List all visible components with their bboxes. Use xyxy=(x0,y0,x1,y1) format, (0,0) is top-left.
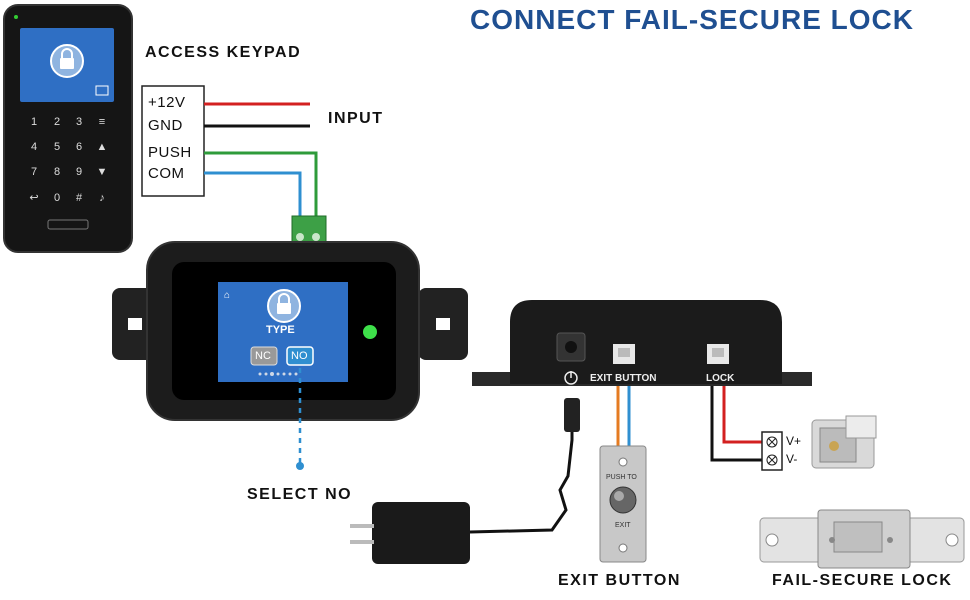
terminal-12v: +12V xyxy=(148,94,186,111)
lock-terminal-vplus: V+ xyxy=(786,434,802,448)
svg-text:#: # xyxy=(76,192,83,204)
keypad-terminal-block xyxy=(141,85,205,197)
input-label: INPUT xyxy=(328,110,384,127)
wire-green xyxy=(204,151,318,222)
terminal-com: COM xyxy=(148,165,185,182)
terminal-gnd: GND xyxy=(148,117,183,134)
controller-device: ⌂ xyxy=(112,241,468,421)
svg-text:7: 7 xyxy=(31,166,37,178)
wire-red-lock xyxy=(722,386,764,444)
svg-text:4: 4 xyxy=(31,141,37,153)
strike-plate xyxy=(759,509,965,569)
lock-terminal-vminus: V- xyxy=(786,452,798,466)
exit-switch-top-text: PUSH TO xyxy=(606,474,637,481)
fail-secure-lock-label: FAIL-SECURE LOCK xyxy=(772,572,953,589)
svg-text:6: 6 xyxy=(76,141,82,153)
svg-text:1: 1 xyxy=(31,116,37,128)
green-connector xyxy=(291,215,327,245)
svg-text:≡: ≡ xyxy=(99,116,105,128)
svg-text:↩: ↩ xyxy=(29,192,38,204)
svg-text:5: 5 xyxy=(54,141,60,153)
power-adapter xyxy=(350,398,580,564)
exit-switch-bottom-text: EXIT xyxy=(615,522,631,529)
exit-button-label: EXIT BUTTON xyxy=(558,572,681,589)
controller-option-no[interactable]: NO xyxy=(291,350,308,362)
svg-text:8: 8 xyxy=(54,166,60,178)
access-keypad-device: 1 2 3 ≡ 4 5 6 ▲ 7 8 9 ▼ ↩ 0 # ♪ xyxy=(3,4,133,253)
controller-type-title: TYPE xyxy=(266,324,295,336)
svg-text:3: 3 xyxy=(76,116,82,128)
lock-side-view xyxy=(811,415,877,469)
select-no-dot xyxy=(296,462,304,470)
relay-exit-port-label: EXIT BUTTON xyxy=(590,373,657,384)
svg-text:♪: ♪ xyxy=(99,192,105,204)
controller-option-nc[interactable]: NC xyxy=(255,350,271,362)
access-keypad-label: ACCESS KEYPAD xyxy=(145,44,302,61)
diagram-title: CONNECT FAIL-SECURE LOCK xyxy=(470,4,914,35)
svg-text:2: 2 xyxy=(54,116,60,128)
svg-text:9: 9 xyxy=(76,166,82,178)
relay-box xyxy=(472,300,812,386)
svg-text:▲: ▲ xyxy=(97,141,108,153)
svg-text:0: 0 xyxy=(54,192,60,204)
exit-push-button xyxy=(599,445,647,563)
svg-text:▼: ▼ xyxy=(97,166,108,178)
svg-text:⌂: ⌂ xyxy=(224,290,230,301)
terminal-push: PUSH xyxy=(148,144,192,161)
wire-black-lock xyxy=(710,386,764,462)
relay-lock-port-label: LOCK xyxy=(706,373,735,384)
select-no-label: SELECT NO xyxy=(247,486,353,503)
wire-blue xyxy=(204,171,302,222)
